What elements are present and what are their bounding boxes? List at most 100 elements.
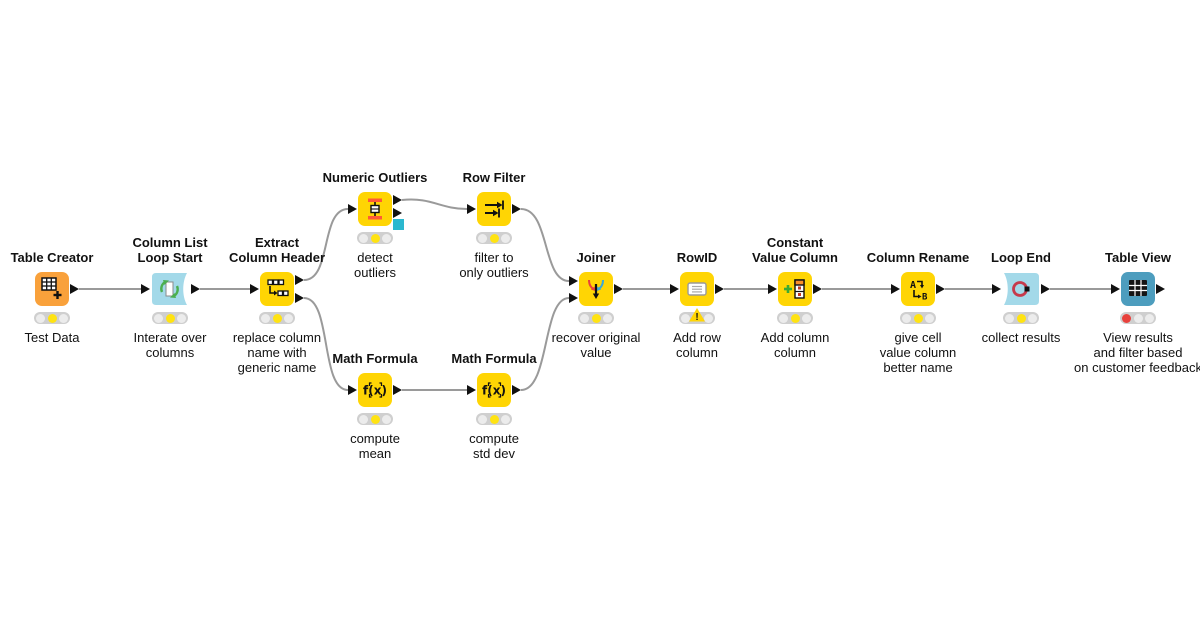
node-annotation: Interate over columns [133,330,207,360]
output-port[interactable] [512,385,521,395]
output-port[interactable] [1041,284,1050,294]
node-title: Constant Value Column [752,235,838,265]
output-port[interactable] [936,284,945,294]
traffic-light: ! [1003,312,1039,324]
node-annotation: Test Data [24,330,80,345]
row-filter-icon [477,192,511,226]
node-title: Math Formula [451,351,537,366]
input-port[interactable] [569,293,578,303]
node-annotation: recover original value [551,330,641,360]
node-table-view[interactable]: Table View ! View results and filter bas… [1074,250,1200,375]
svg-text:A: A [910,280,916,291]
node-title: Column List Loop Start [132,235,208,265]
node-title: Table View [1105,250,1171,265]
input-port[interactable] [670,284,679,294]
node-annotation: filter to only outliers [459,250,529,280]
input-port[interactable] [992,284,1001,294]
svg-text:!: ! [695,312,698,323]
traffic-light: ! [476,413,512,425]
output-port[interactable] [393,208,402,218]
svg-text:f(x): f(x) [482,384,506,398]
node-annotation: Add column column [760,330,830,360]
node-column-rename[interactable]: Column Rename A B ! give cell value colu… [867,250,970,375]
connection-numericoutliers-rowfilter[interactable] [401,198,468,210]
square-port[interactable] [393,219,404,230]
constant-value-column-icon [778,272,812,306]
input-port[interactable] [348,385,357,395]
node-math-formula-mean[interactable]: Math Formula f(x) ! compute mean [332,351,417,461]
connection-extract-mathformula1[interactable] [303,297,349,391]
joiner-icon [579,272,613,306]
input-port[interactable] [569,276,578,286]
output-port[interactable] [614,284,623,294]
input-port[interactable] [250,284,259,294]
traffic-light: ! [679,308,715,324]
node-title: Loop End [991,250,1051,265]
node-title: Extract Column Header [228,235,326,265]
math-formula-icon: f(x) [477,373,511,407]
node-extract-column-header[interactable]: Extract Column Header ! replace column n… [229,235,325,375]
table-view-icon [1121,272,1155,306]
node-title: Joiner [576,250,616,265]
node-title: Row Filter [462,170,526,185]
node-annotation: Add row column [673,330,721,360]
output-port[interactable] [512,204,521,214]
traffic-light: ! [476,232,512,244]
connection-rowfilter-joiner[interactable] [520,208,570,282]
traffic-light: ! [152,312,188,324]
node-annotation: collect results [981,330,1061,345]
input-port[interactable] [891,284,900,294]
node-annotation: replace column name with generic name [232,330,322,375]
node-title: Table Creator [10,250,94,265]
node-annotation: View results and filter based on custome… [1074,330,1200,375]
numeric-outliers-icon [358,192,392,226]
column-rename-icon: A B [901,272,935,306]
output-port[interactable] [393,195,402,205]
input-port[interactable] [348,204,357,214]
connection-extract-numericoutliers[interactable] [303,208,349,281]
input-port[interactable] [141,284,150,294]
node-title: Column Rename [866,250,970,265]
rowid-icon [680,272,714,306]
output-port[interactable] [295,275,304,285]
traffic-light: ! [900,312,936,324]
loop-end-icon [1002,272,1040,306]
input-port[interactable] [768,284,777,294]
output-port[interactable] [715,284,724,294]
input-port[interactable] [467,385,476,395]
output-port[interactable] [295,293,304,303]
traffic-light: ! [259,312,295,324]
node-rowid[interactable]: RowID ! Add row column [673,250,721,360]
node-title: Numeric Outliers [322,170,428,185]
node-annotation: detect outliers [354,250,396,280]
column-loop-icon [151,272,189,306]
traffic-light: ! [34,312,70,324]
node-math-formula-stddev[interactable]: Math Formula f(x) ! compute std dev [451,351,536,461]
math-formula-icon: f(x) [358,373,392,407]
input-port[interactable] [467,204,476,214]
output-port[interactable] [1156,284,1165,294]
output-port[interactable] [393,385,402,395]
node-row-filter[interactable]: Row Filter ! filter to only outliers [459,170,528,280]
output-port[interactable] [191,284,200,294]
node-numeric-outliers[interactable]: Numeric Outliers ! detect outliers [323,170,428,280]
input-port[interactable] [1111,284,1120,294]
output-port[interactable] [70,284,79,294]
svg-text:f(x): f(x) [363,384,387,398]
node-constant-value-column[interactable]: Constant Value Column ! Add column colum… [752,235,838,360]
node-annotation: compute mean [350,431,400,461]
svg-text:B: B [922,293,928,303]
traffic-light: ! [357,413,393,425]
node-column-list-loop-start[interactable]: Column List Loop Start ! Interate over c… [132,235,207,360]
traffic-light: ! [1120,312,1156,324]
extract-column-header-icon [260,272,294,306]
connection-mathformula2-joiner[interactable] [520,297,570,391]
node-loop-end[interactable]: Loop End ! collect results [982,250,1061,345]
node-annotation: compute std dev [469,431,519,461]
node-annotation: give cell value column better name [879,330,957,375]
output-port[interactable] [813,284,822,294]
node-table-creator[interactable]: Table Creator ! Test Data [11,250,94,345]
node-joiner[interactable]: Joiner ! recover original value [552,250,641,360]
